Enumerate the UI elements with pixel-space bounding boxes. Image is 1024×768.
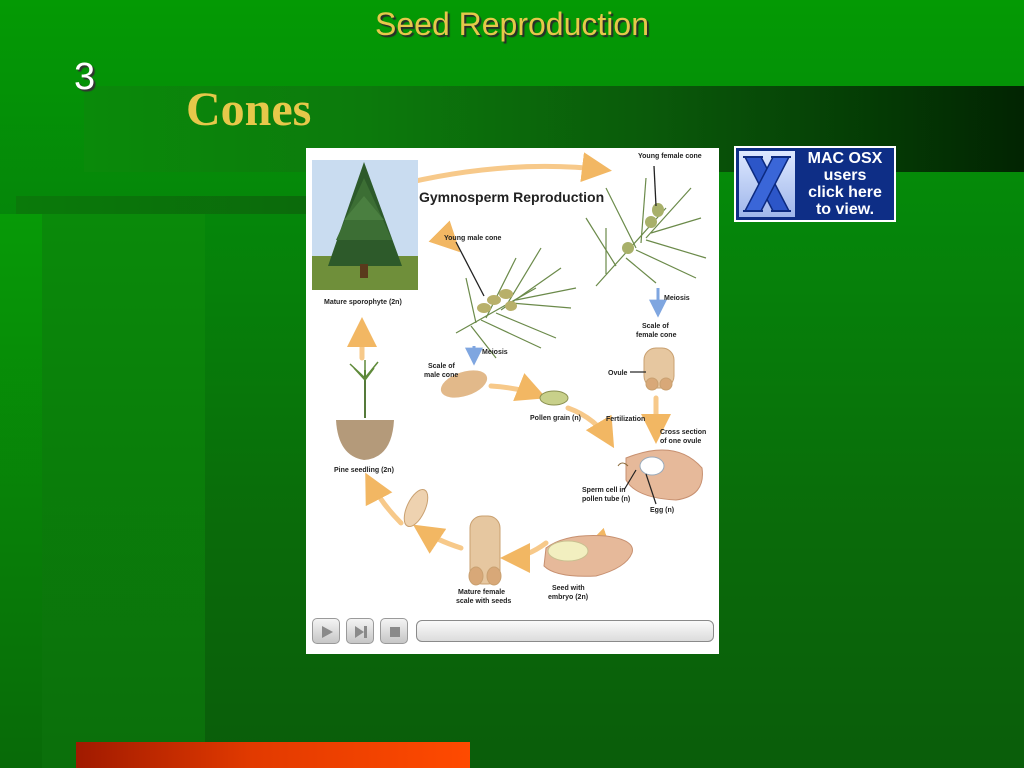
mac-line-3: click here [808,184,882,201]
label-scale-male-1: Scale of [428,363,456,370]
label-cross-section-2: of one ovule [660,438,701,445]
label-mature-sporophyte: Mature sporophyte (2n) [324,299,402,306]
mac-osx-text: MAC OSX users click here to view. [796,150,894,218]
cycle-arrows [347,152,671,573]
step-forward-button[interactable] [346,618,374,644]
male-cone-scale-illustration [440,370,488,398]
label-mature-scale-1: Mature female [458,589,505,596]
label-pollen-grain: Pollen grain (n) [530,415,581,422]
mature-female-scale-illustration [468,515,502,586]
play-button[interactable] [312,618,340,644]
label-fertilization: Fertilization [606,416,645,423]
label-young-female-cone: Young female cone [638,153,702,160]
female-cones [622,203,664,254]
ovule-cross-section-illustration [617,449,703,501]
label-mature-scale-2: scale with seeds [456,598,511,605]
female-cone-scale-illustration [643,347,675,391]
mac-osx-x-icon [739,151,795,217]
section-heading: Cones [186,83,312,136]
slide-number: 3 [74,56,96,98]
label-seed-2: embryo (2n) [548,594,588,601]
female-cone-branch-illustration [585,177,707,287]
pine-seedling-illustration [336,360,394,460]
decorative-column-mid [42,214,205,768]
pollen-grain-illustration [539,390,569,406]
label-young-male-cone: Young male cone [444,235,502,242]
decorative-column-left [0,214,42,768]
label-meiosis-male: Meiosis [482,349,508,356]
playback-progress-track[interactable] [416,620,714,642]
slide-title: Seed Reproduction [375,6,649,42]
label-egg: Egg (n) [650,507,674,514]
label-meiosis-female: Meiosis [664,295,690,302]
label-cross-section-1: Cross section [660,429,706,436]
meiosis-arrows [465,288,667,366]
play-icon [322,626,333,638]
label-sperm-1: Sperm cell in [582,487,626,494]
mac-line-2: users [823,167,867,184]
mac-line-4: to view. [815,201,875,218]
label-scale-male-2: male cone [424,372,458,379]
mac-line-1: MAC OSX [807,150,883,167]
male-cone-branch-illustration [455,247,577,359]
media-player-controls [312,616,714,648]
accent-bar [76,742,470,768]
mature-tree-illustration [312,160,418,290]
seed-with-embryo-illustration [543,535,633,577]
step-forward-icon [355,626,367,638]
decorative-stripe-lower [16,196,312,214]
label-pine-seedling: Pine seedling (2n) [334,467,394,474]
stop-icon [390,627,400,637]
stop-button[interactable] [380,618,408,644]
label-seed-1: Seed with [552,585,585,592]
label-scale-female-1: Scale of [642,323,670,330]
label-ovule: Ovule [608,370,628,377]
gymnosperm-diagram-panel[interactable]: Gymnosperm Reproduction Young female con… [306,148,719,654]
winged-seed-illustration [403,488,429,528]
mac-osx-link-button[interactable]: MAC OSX users click here to view. [734,146,896,222]
male-cones [477,289,517,313]
gymnosperm-cycle-diagram: Gymnosperm Reproduction Young female con… [312,152,707,605]
diagram-title: Gymnosperm Reproduction [419,189,604,205]
label-scale-female-2: female cone [636,332,677,339]
label-sperm-2: pollen tube (n) [582,496,630,503]
